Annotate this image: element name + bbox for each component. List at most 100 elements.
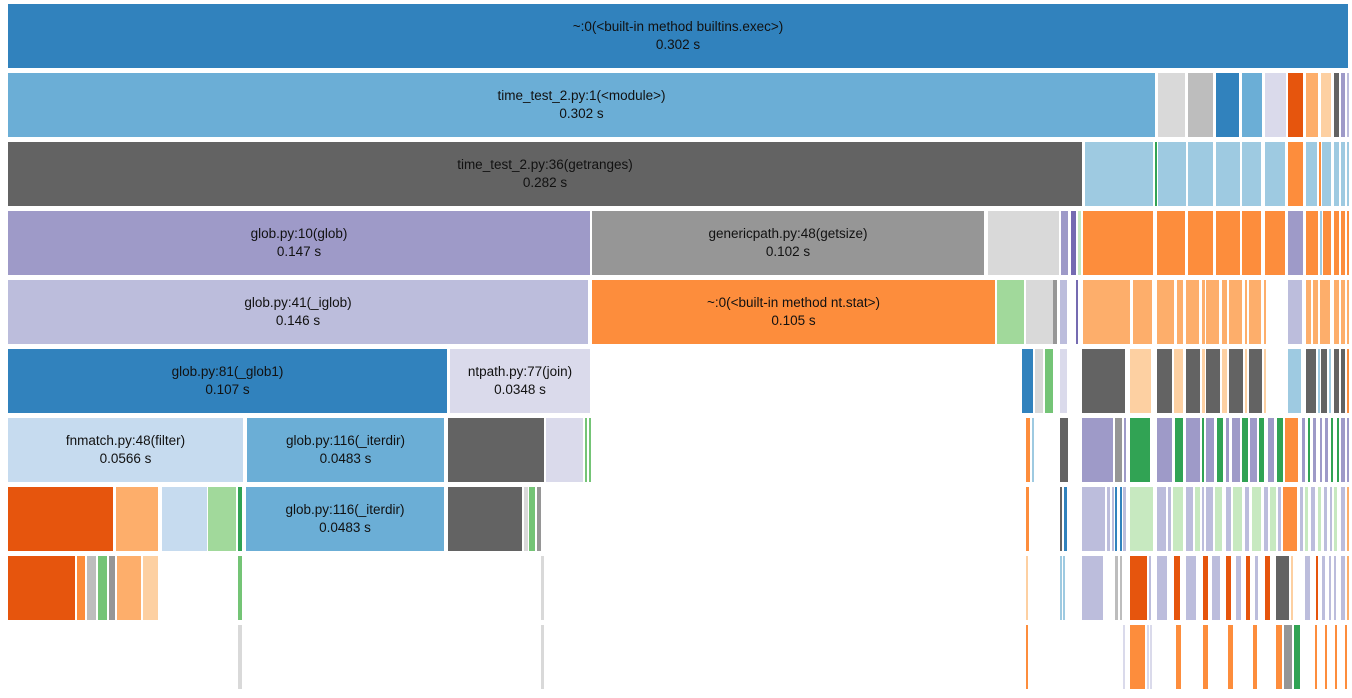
frame-segment[interactable]	[1329, 556, 1331, 620]
frame-segment[interactable]	[1173, 487, 1183, 551]
frame-segment[interactable]	[1329, 349, 1331, 413]
frame-segment[interactable]	[541, 625, 544, 689]
frame-segment[interactable]: glob.py:116(_iterdir)0.0483 s	[247, 418, 444, 482]
frame-segment[interactable]	[1283, 487, 1297, 551]
frame-segment[interactable]	[1232, 418, 1240, 482]
frame-segment[interactable]	[1206, 349, 1220, 413]
frame-segment[interactable]	[1082, 556, 1103, 620]
frame-segment[interactable]	[238, 625, 242, 689]
frame-segment[interactable]	[1341, 487, 1345, 551]
frame-segment[interactable]	[238, 556, 242, 620]
frame-segment[interactable]	[1157, 487, 1166, 551]
frame-segment[interactable]	[1264, 349, 1266, 413]
frame-segment[interactable]	[1026, 625, 1028, 689]
frame-segment[interactable]	[1278, 487, 1281, 551]
frame-segment[interactable]	[1064, 487, 1067, 551]
frame-segment[interactable]	[1306, 142, 1317, 206]
frame-segment[interactable]	[1215, 487, 1222, 551]
frame-segment[interactable]	[1337, 418, 1339, 482]
frame-segment[interactable]	[1022, 349, 1033, 413]
frame-segment[interactable]	[1341, 280, 1345, 344]
frame-segment[interactable]	[1202, 349, 1205, 413]
frame-segment[interactable]	[1177, 280, 1183, 344]
frame-segment[interactable]	[1341, 349, 1345, 413]
frame-segment[interactable]	[1341, 418, 1345, 482]
frame-segment[interactable]	[1186, 418, 1200, 482]
frame-segment[interactable]	[1334, 280, 1339, 344]
frame-segment[interactable]	[1322, 142, 1331, 206]
frame-segment[interactable]	[1174, 349, 1183, 413]
frame-segment[interactable]	[1334, 487, 1337, 551]
frame-segment[interactable]: ~:0(<built-in method nt.stat>)0.105 s	[592, 280, 995, 344]
frame-segment[interactable]	[1082, 349, 1125, 413]
frame-segment[interactable]	[1222, 349, 1227, 413]
frame-segment[interactable]	[1252, 487, 1261, 551]
frame-segment[interactable]	[1288, 73, 1303, 137]
frame-segment[interactable]	[448, 487, 522, 551]
frame-segment[interactable]	[1115, 487, 1117, 551]
frame-segment[interactable]	[1083, 280, 1130, 344]
frame-segment[interactable]	[1147, 625, 1149, 689]
frame-segment[interactable]	[1032, 418, 1034, 482]
frame-segment[interactable]	[1071, 211, 1076, 275]
frame-segment[interactable]	[1264, 280, 1266, 344]
frame-segment[interactable]	[1334, 142, 1339, 206]
frame-segment[interactable]	[1233, 487, 1242, 551]
frame-segment[interactable]	[1276, 556, 1289, 620]
frame-segment[interactable]	[1076, 280, 1078, 344]
frame-segment[interactable]	[1284, 625, 1292, 689]
frame-segment[interactable]	[1250, 418, 1257, 482]
frame-segment[interactable]	[1115, 418, 1122, 482]
frame-segment[interactable]	[1174, 556, 1180, 620]
frame-segment[interactable]: ~:0(<built-in method builtins.exec>)0.30…	[8, 4, 1348, 68]
frame-segment[interactable]	[1026, 487, 1029, 551]
frame-segment[interactable]	[1334, 73, 1339, 137]
frame-segment[interactable]	[1078, 211, 1081, 275]
frame-segment[interactable]	[1082, 487, 1105, 551]
frame-segment[interactable]	[1276, 625, 1282, 689]
frame-segment[interactable]	[1061, 211, 1068, 275]
frame-segment[interactable]	[1060, 556, 1062, 620]
frame-segment[interactable]	[1334, 556, 1336, 620]
frame-segment[interactable]	[1265, 556, 1270, 620]
frame-segment[interactable]	[1322, 556, 1325, 620]
frame-segment[interactable]	[1347, 73, 1349, 137]
frame-segment[interactable]	[1341, 73, 1345, 137]
frame-segment[interactable]	[1186, 280, 1199, 344]
frame-segment[interactable]	[1306, 349, 1316, 413]
frame-segment[interactable]	[1246, 556, 1250, 620]
frame-segment[interactable]	[1186, 487, 1193, 551]
frame-segment[interactable]	[1242, 73, 1262, 137]
frame-segment[interactable]	[1306, 211, 1318, 275]
frame-segment[interactable]	[1222, 280, 1227, 344]
frame-segment[interactable]	[1288, 142, 1303, 206]
frame-segment[interactable]	[1268, 418, 1274, 482]
frame-segment[interactable]	[1288, 211, 1303, 275]
frame-segment[interactable]	[1107, 487, 1110, 551]
frame-segment[interactable]	[1306, 73, 1318, 137]
frame-segment[interactable]	[1253, 625, 1257, 689]
frame-segment[interactable]	[1035, 349, 1043, 413]
frame-segment[interactable]	[1226, 418, 1229, 482]
frame-segment[interactable]	[1341, 211, 1345, 275]
frame-segment[interactable]	[1150, 625, 1152, 689]
frame-segment[interactable]	[1245, 349, 1247, 413]
frame-segment[interactable]	[1265, 211, 1285, 275]
frame-segment[interactable]	[1026, 280, 1053, 344]
frame-segment[interactable]	[1320, 418, 1322, 482]
frame-segment[interactable]	[537, 487, 541, 551]
frame-segment[interactable]	[1330, 487, 1332, 551]
frame-segment[interactable]	[1130, 625, 1145, 689]
frame-segment[interactable]	[1206, 280, 1219, 344]
frame-segment[interactable]	[1318, 487, 1321, 551]
frame-segment[interactable]	[1313, 280, 1318, 344]
frame-segment[interactable]	[1265, 73, 1286, 137]
frame-segment[interactable]	[1130, 418, 1150, 482]
frame-segment[interactable]	[1264, 487, 1268, 551]
frame-segment[interactable]	[1291, 556, 1293, 620]
frame-segment[interactable]	[1242, 142, 1261, 206]
frame-segment[interactable]	[1186, 556, 1196, 620]
frame-segment[interactable]	[1347, 142, 1349, 206]
frame-segment[interactable]: glob.py:81(_glob1)0.107 s	[8, 349, 447, 413]
frame-segment[interactable]	[1157, 556, 1167, 620]
